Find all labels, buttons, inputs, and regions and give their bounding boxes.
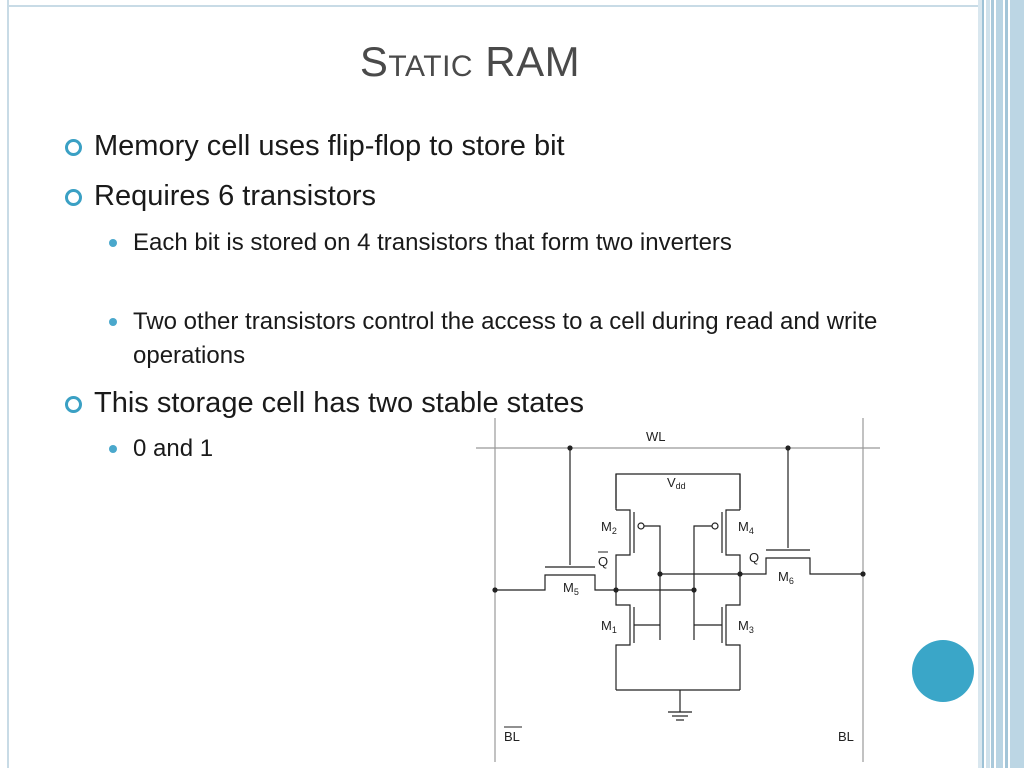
svg-text:M5: M5 [563,580,579,597]
bullet-item: Memory cell uses flip-flop to store bit [65,130,885,163]
slide-title: Static RAM [0,38,940,86]
m5-channel [495,574,616,591]
bitline-bar-label: BL [504,729,520,744]
dot-bullet-icon [109,318,117,326]
right-stripe-decoration [978,0,1024,768]
m6-channel [740,557,863,575]
m3-channel [725,590,741,690]
slide-border-left [7,0,9,768]
qbar-label: Q [598,554,608,569]
decorative-circle [912,640,974,702]
vdd-sub-label: dd [676,481,686,491]
wl-label: WL [646,429,666,444]
title-initial: S [359,38,389,85]
m3-label: M [738,618,749,633]
dot-bullet-icon [109,239,117,247]
svg-text:M1: M1 [601,618,617,635]
m4-sub-label: 4 [749,526,754,536]
m5-sub-label: 5 [574,587,579,597]
q-label: Q [749,550,759,565]
bullet-item: Requires 6 transistors [65,180,885,213]
ring-bullet-icon [65,396,82,413]
m2-channel [615,509,631,590]
bullet-text: This storage cell has two stable states [94,387,585,419]
bullet-text: Memory cell uses flip-flop to store bit [94,130,565,162]
sub-bullet-item: Each bit is stored on 4 transistors that… [109,226,779,260]
svg-text:M4: M4 [738,519,754,536]
title-smallcaps: tatic [388,50,474,83]
m2-label: M [601,519,612,534]
m2-sub-label: 2 [612,526,617,536]
svg-text:Vdd: Vdd [667,475,686,491]
m1-label: M [601,618,612,633]
m4-label: M [738,519,749,534]
m6-label: M [778,569,789,584]
bullet-text: Each bit is stored on 4 transistors that… [133,229,732,256]
bullet-item: This storage cell has two stable states [65,387,885,420]
m6-sub-label: 6 [789,576,794,586]
bullet-text: Two other transistors control the access… [133,308,878,369]
m4-channel [725,509,741,590]
vdd-label: V [667,475,676,490]
m5-label: M [563,580,574,595]
m3-sub-label: 3 [749,625,754,635]
bullet-text: Requires 6 transistors [94,180,377,212]
title-rest: RAM [473,38,581,85]
bullet-text: 0 and 1 [133,435,214,462]
sub-bullet-item: 0 and 1 [109,432,409,466]
ring-bullet-icon [65,189,82,206]
svg-text:M3: M3 [738,618,754,635]
vdd-rail [615,473,741,508]
sub-bullet-item: Two other transistors control the access… [109,305,879,373]
svg-text:M2: M2 [601,519,617,536]
ring-bullet-icon [65,139,82,156]
slide-border-top [8,5,978,7]
bitline-label: BL [838,729,854,744]
m1-sub-label: 1 [612,625,617,635]
dot-bullet-icon [109,445,117,453]
m1-channel [615,590,631,690]
svg-text:M6: M6 [778,569,794,586]
